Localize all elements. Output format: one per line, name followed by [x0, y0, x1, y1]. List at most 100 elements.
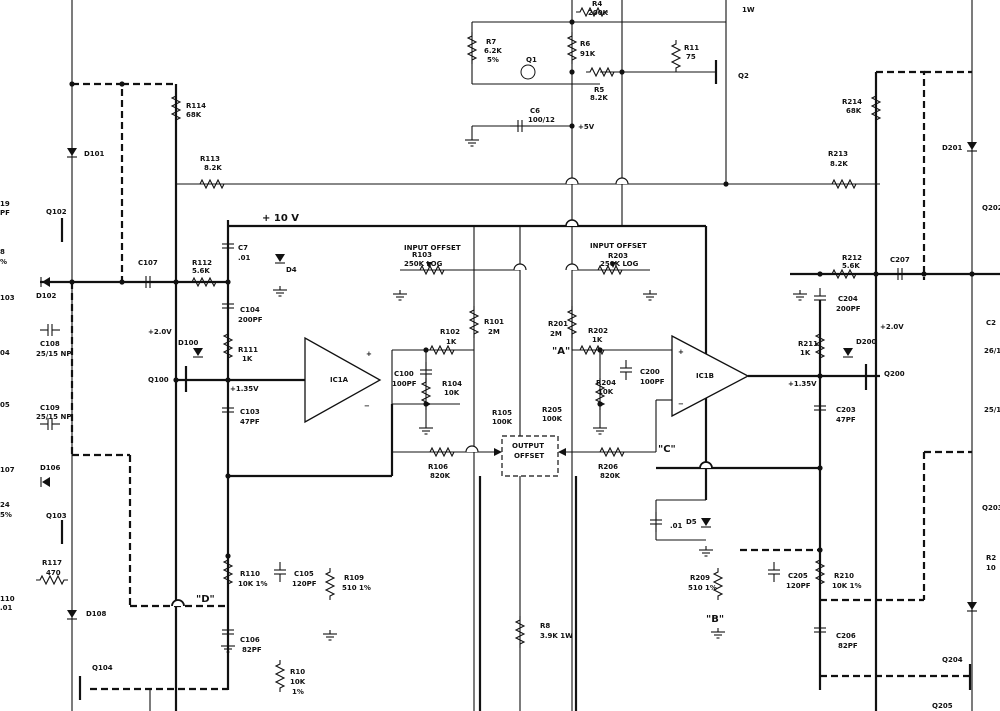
label-r111: R111 — [238, 346, 258, 354]
value-r203: 250K LOG — [600, 260, 639, 268]
edge-label: % — [0, 258, 7, 266]
edge-label: 26/1 — [984, 347, 1000, 355]
value-r209: 510 1% — [688, 584, 717, 592]
capacitor-c205 — [767, 561, 781, 583]
ground-symbol — [322, 629, 338, 641]
label-c203: C203 — [836, 406, 856, 414]
label-r214: R214 — [842, 98, 862, 106]
label-c207: C207 — [890, 256, 910, 264]
supply-10v: + 10 V — [262, 213, 299, 224]
junction-dots — [69, 19, 975, 559]
label-d100: D100 — [178, 339, 199, 347]
component-symbols — [35, 7, 978, 700]
label-r8: R8 — [540, 622, 550, 630]
label-r213: R213 — [828, 150, 848, 158]
ground-symbol — [464, 135, 480, 147]
edge-label: 05 — [0, 401, 10, 409]
label-c6: C6 — [530, 107, 540, 115]
value-r110: 10K 1% — [238, 580, 268, 588]
supply-5v: +5V — [578, 123, 595, 131]
bias-135-right: +1.35V — [788, 380, 817, 388]
diode-d106 — [40, 476, 51, 488]
label-r112: R112 — [192, 259, 212, 267]
bias-2v-right: +2.0V — [880, 323, 904, 331]
diode-d5 — [700, 517, 712, 528]
label-r110: R110 — [240, 570, 260, 578]
value-c206: 82PF — [838, 642, 858, 650]
diode-d102 — [40, 276, 51, 288]
label-r101: R101 — [484, 318, 504, 326]
opamp-ic1a — [304, 336, 382, 424]
input-offset-left: INPUT OFFSET — [404, 244, 461, 252]
edge-label: 19 — [0, 200, 10, 208]
edge-label: C2 — [986, 319, 996, 327]
value-c204: 200PF — [836, 305, 861, 313]
label-r6: R6 — [580, 40, 590, 48]
value-r6: 91K — [580, 50, 596, 58]
ground-symbol — [792, 289, 808, 301]
value-r206: 820K — [600, 472, 621, 480]
annotations: + 10 V +5V 1W +2.0V +1.35V +2.0V +1.35V … — [0, 6, 1000, 625]
label-c103: C103 — [240, 408, 260, 416]
value-r10: 10K — [290, 678, 306, 686]
value-r112: 5.6K — [192, 267, 210, 275]
edge-label: .01 — [0, 604, 13, 612]
edge-label: R2 — [986, 554, 996, 562]
bias-135-left: +1.35V — [230, 385, 259, 393]
label-r212: R212 — [842, 254, 862, 262]
label-q203: Q203 — [982, 504, 1000, 512]
capacitor-c204 — [813, 287, 827, 309]
capacitor-c105 — [273, 561, 287, 583]
label-r102: R102 — [440, 328, 460, 336]
resistor-r109 — [325, 567, 335, 601]
ground-symbol — [592, 423, 608, 435]
output-offset-label-1: OUTPUT — [512, 442, 544, 450]
label-r204: R204 — [596, 379, 616, 387]
label-r202: R202 — [588, 327, 608, 335]
label-r103: R103 — [412, 251, 432, 259]
value-c104: 200PF — [238, 316, 263, 324]
value-r205: 100K — [542, 415, 563, 423]
label-c106: C106 — [240, 636, 260, 644]
label-r209: R209 — [690, 574, 710, 582]
resistor-r10 — [275, 659, 285, 693]
label-r11: R11 — [684, 44, 699, 52]
diode-d108 — [66, 609, 78, 620]
ground-symbol — [698, 545, 714, 557]
value-r204: 10K — [598, 388, 614, 396]
label-r10: R10 — [290, 668, 305, 676]
value-r117: 470 — [46, 569, 61, 577]
value-c103: 47PF — [240, 418, 260, 426]
label-r104: R104 — [442, 380, 462, 388]
label-c108: C108 — [40, 340, 60, 348]
label-c104: C104 — [240, 306, 260, 314]
ground-symbol — [710, 627, 726, 639]
value-c200: 100PF — [640, 378, 665, 386]
ground-symbol — [642, 289, 658, 301]
value-r109: 510 1% — [342, 584, 371, 592]
label-q100: Q100 — [148, 376, 169, 384]
value-r111: 1K — [242, 355, 253, 363]
value-r202: 1K — [592, 336, 603, 344]
label-q103: Q103 — [46, 512, 67, 520]
label-c105: C105 — [294, 570, 314, 578]
output-offset-label-2: OFFSET — [514, 452, 544, 460]
value-r104: 10K — [444, 389, 460, 397]
capacitor-c108 — [39, 323, 61, 337]
label-r210: R210 — [834, 572, 854, 580]
label-d106: D106 — [40, 464, 61, 472]
node-d: "D" — [196, 594, 215, 605]
value-r113: 8.2K — [204, 164, 222, 172]
amp-plus: + — [366, 350, 372, 358]
label-d201: D201 — [942, 144, 963, 152]
value-r8: 3.9K 1W — [540, 632, 573, 640]
value-r213: 8.2K — [830, 160, 848, 168]
label-r201: R201 — [548, 320, 568, 328]
label-d108: D108 — [86, 610, 107, 618]
label-c204: C204 — [838, 295, 858, 303]
label-r106: R106 — [428, 463, 448, 471]
edge-label: 103 — [0, 294, 15, 302]
value-c205: 120PF — [786, 582, 811, 590]
label-q1: Q1 — [526, 56, 537, 64]
